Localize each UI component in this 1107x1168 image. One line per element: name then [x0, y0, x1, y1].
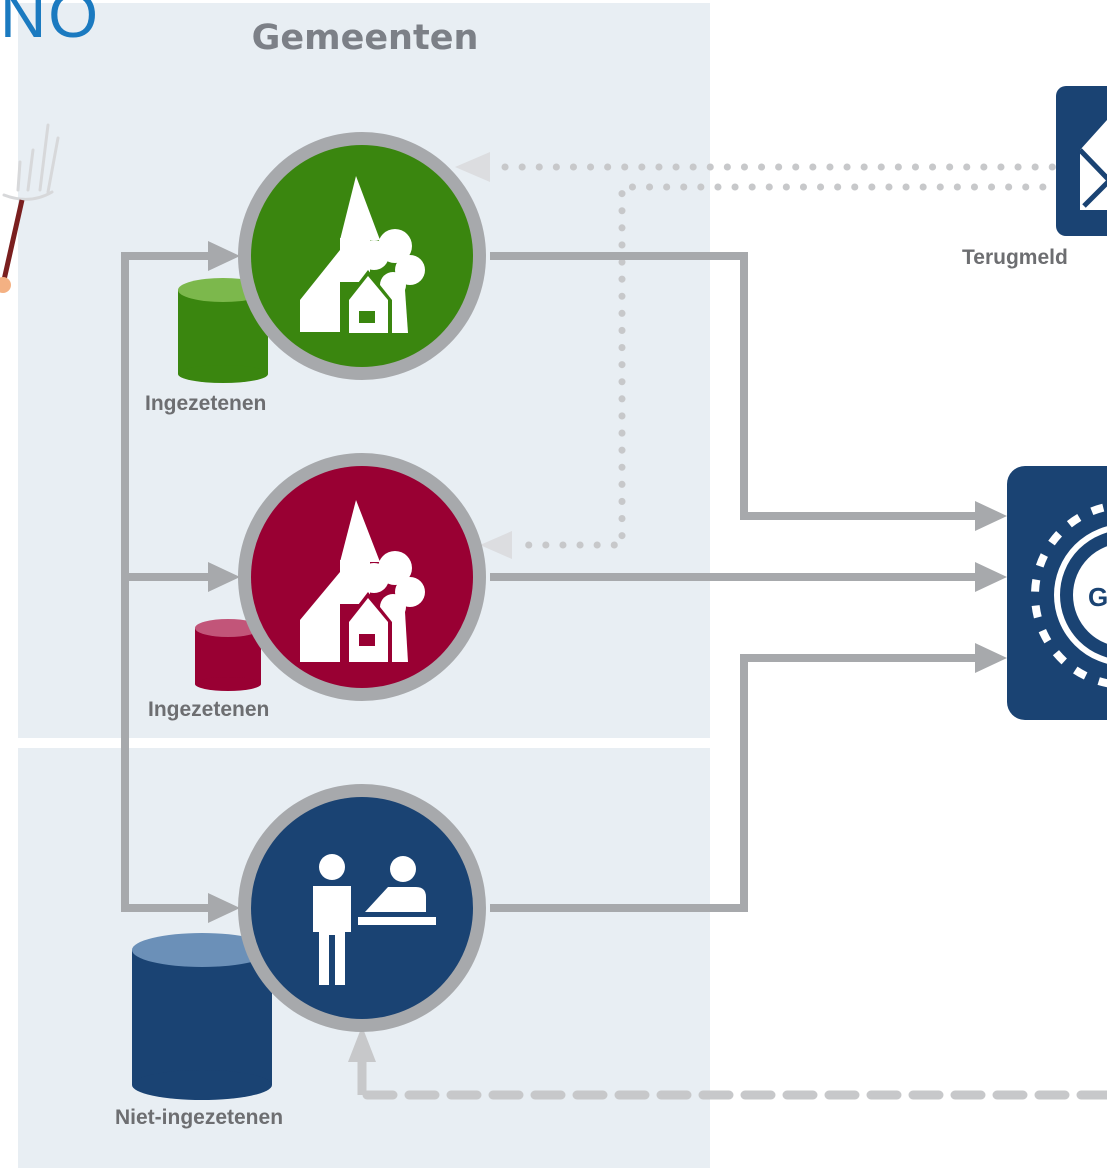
dashed-return-path — [348, 1026, 1107, 1100]
terugmelding-label: Terugmeld — [962, 246, 1068, 269]
rni-counter-node — [238, 784, 486, 1032]
arrowhead-dotted-top — [455, 152, 490, 182]
arrowhead-to-blue — [208, 893, 240, 923]
logo-fragment: NO — [0, 0, 100, 51]
arrowhead-dashed-up — [348, 1026, 376, 1062]
arrowhead-to-red — [208, 562, 240, 592]
church-tree-icon — [300, 500, 425, 662]
envelope-icon — [1078, 120, 1107, 210]
arrowhead-to-green — [208, 241, 240, 271]
left-distribution-lines — [121, 252, 210, 912]
red-database — [195, 619, 261, 691]
blue-database — [132, 933, 272, 1100]
green-municipality-node — [238, 132, 486, 380]
right-flow-lines — [490, 252, 975, 912]
church-tree-icon — [300, 176, 425, 333]
dotted-return-paths — [455, 152, 1064, 559]
arrowhead-dotted-mid — [480, 531, 512, 559]
red-municipality-node — [238, 453, 486, 701]
core-label: G — [1088, 582, 1107, 612]
arrowhead-core-3 — [975, 643, 1007, 673]
counter-service-icon — [313, 854, 436, 985]
gemeenten-title: Gemeenten — [251, 18, 479, 58]
green-db-label: Ingezetenen — [145, 392, 267, 415]
arrowhead-core-2 — [975, 562, 1007, 592]
pitchfork-icon — [0, 123, 60, 293]
terugmelding-box — [1056, 86, 1107, 236]
rni-db-label: Niet-ingezetenen — [115, 1106, 284, 1129]
arrowhead-core-1 — [975, 501, 1007, 531]
red-db-label: Ingezetenen — [148, 698, 270, 721]
core-system-box — [1007, 466, 1107, 720]
